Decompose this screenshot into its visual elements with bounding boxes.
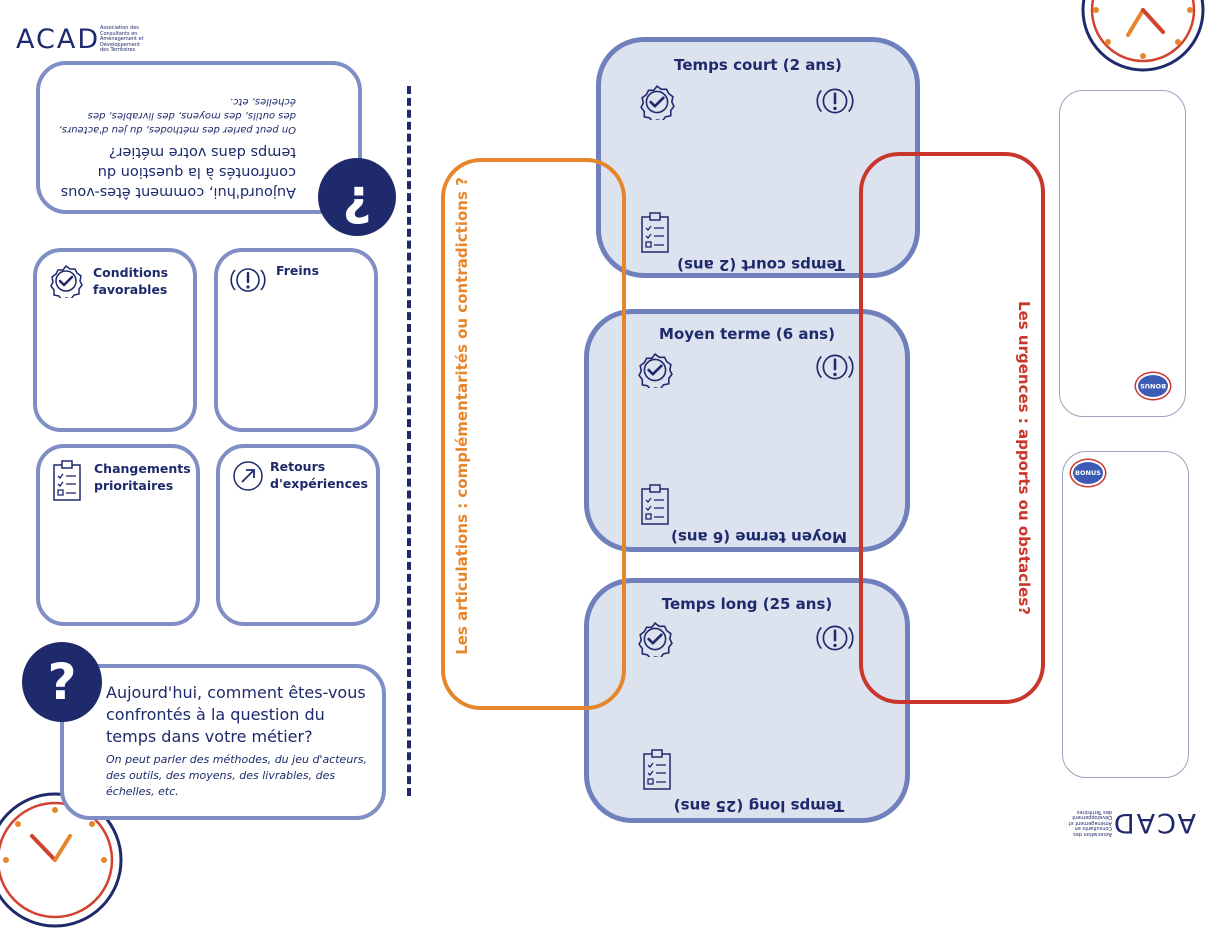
check-badge-icon	[638, 353, 673, 388]
clipboard-checklist-icon	[641, 212, 669, 253]
question-subtext: On peut parler des méthodes, du jeu d'ac…	[58, 96, 296, 135]
warning-icon	[230, 268, 266, 292]
clipboard-checklist-icon	[53, 460, 81, 501]
card-retours-experiences: Retours d'expériences	[216, 444, 380, 626]
card-freins: Freins	[214, 248, 378, 432]
warning-icon	[816, 88, 854, 114]
card-title: Conditions favorables	[93, 265, 169, 297]
question-subtext: On peut parler des méthodes, du jeu d'ac…	[106, 753, 368, 798]
logo-tagline: Association des Consultants en Aménageme…	[100, 25, 144, 53]
card-title: Changements prioritaires	[94, 461, 191, 493]
articulations-loop	[441, 158, 626, 710]
inverted-question-badge: ¿	[318, 158, 396, 236]
urgences-label: Les urgences : apports ou obstacles?	[1015, 301, 1033, 615]
timeframe-title-inverted: Moyen terme (6 ans)	[671, 528, 847, 546]
bonus-card-inverted: BONUS	[1059, 90, 1186, 417]
question-text: Aujourd'hui, comment êtes-vous confronté…	[106, 683, 366, 746]
bonus-badge-icon: BONUS	[1071, 460, 1105, 486]
bonus-card: BONUS	[1062, 451, 1189, 778]
question-card: Aujourd'hui, comment êtes-vous confronté…	[60, 664, 386, 820]
check-badge-icon	[50, 264, 83, 298]
warning-icon	[816, 625, 854, 651]
card-title: Freins	[276, 263, 320, 278]
articulations-label: Les articulations : complémentarités ou …	[453, 177, 471, 655]
card-changements-prioritaires: Changements prioritaires	[36, 444, 200, 626]
timeframe-title-inverted: Temps court (2 ans)	[677, 256, 845, 274]
timeframe-card-court: Temps court (2 ans) Temps court (2 ans)	[596, 37, 920, 278]
question-content-inverted: Aujourd'hui, comment êtes-vous confronté…	[40, 65, 358, 210]
logo-text: ACAD	[1111, 807, 1196, 838]
check-badge-icon	[640, 85, 675, 120]
timeframe-card-long: Temps long (25 ans) Temps long (25 ans)	[584, 578, 910, 823]
check-badge-icon	[638, 622, 673, 657]
clipboard-checklist-icon	[643, 749, 671, 790]
question-badge: ?	[22, 642, 102, 722]
timeframe-title: Moyen terme (6 ans)	[659, 325, 835, 343]
dashed-divider	[407, 86, 411, 796]
urgences-loop	[859, 152, 1045, 704]
clock-icon	[1081, 0, 1205, 72]
clipboard-checklist-icon	[641, 484, 669, 525]
logo-text: ACAD	[16, 24, 101, 55]
warning-icon	[816, 354, 854, 380]
arrow-up-right-icon	[233, 461, 263, 491]
logo-tagline: Association des Consultants en Aménageme…	[1068, 809, 1112, 837]
timeframe-card-moyen: Moyen terme (6 ans) Moyen terme (6 ans)	[584, 309, 910, 552]
acad-logo-inverted: ACAD Association des Consultants en Amén…	[1066, 807, 1196, 838]
bonus-badge-icon: BONUS	[1136, 373, 1170, 399]
timeframe-title: Temps long (25 ans)	[661, 595, 833, 613]
card-title: Retours d'expériences	[270, 459, 368, 491]
timeframe-title-inverted: Temps long (25 ans)	[673, 797, 845, 815]
card-conditions-favorables: Conditions favorables	[33, 248, 197, 432]
timeframe-title: Temps court (2 ans)	[674, 56, 842, 74]
question-text: Aujourd'hui, comment êtes-vous confronté…	[60, 144, 296, 200]
question-card-inverted: Aujourd'hui, comment êtes-vous confronté…	[36, 61, 362, 214]
acad-logo: ACAD Association des Consultants en Amén…	[16, 24, 146, 55]
